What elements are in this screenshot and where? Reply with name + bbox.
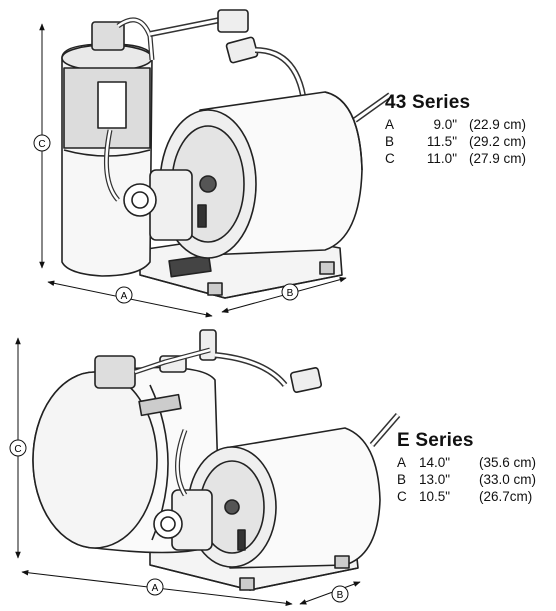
spec-inches: 11.0" (426, 151, 457, 166)
pump-e-series-drawing (32, 329, 401, 591)
series-e-title: E Series (397, 430, 474, 451)
series-e-spec-block: E Series A 14.0" (35.6 cm) B 13.0" (33.0… (397, 430, 536, 505)
spec-key: B (397, 472, 407, 487)
spec-row-a: A 14.0" (35.6 cm) (397, 454, 536, 471)
callout-b-label: B (337, 590, 344, 601)
spec-cm: (27.9 cm) (469, 151, 527, 166)
spec-row-b: B 11.5" (29.2 cm) (385, 133, 526, 150)
callout-c-label: C (14, 444, 21, 455)
spec-inches: 11.5" (426, 134, 457, 149)
callout-c-label: C (38, 139, 45, 150)
callout-c-top: C (33, 134, 51, 152)
spec-key: A (385, 117, 395, 132)
spec-row-a: A 9.0" (22.9 cm) (385, 116, 526, 133)
callout-b-label: B (287, 288, 294, 299)
spec-inches: 10.5" (419, 489, 451, 504)
spec-key: C (385, 151, 395, 166)
spec-key: C (397, 489, 407, 504)
series-43-spec-block: 43 Series A 9.0" (22.9 cm) B 11.5" (29.2… (385, 92, 526, 167)
callout-a-label: A (121, 291, 128, 302)
series-43-title: 43 Series (385, 92, 471, 113)
spec-key: B (385, 134, 395, 149)
callout-b-bottom: B (331, 585, 349, 603)
spec-row-c: C 10.5" (26.7cm) (397, 488, 536, 505)
spec-cm: (29.2 cm) (469, 134, 527, 149)
callout-a-label: A (152, 583, 159, 594)
pump-43-series-drawing (61, 9, 392, 299)
spec-inches: 13.0" (419, 472, 451, 487)
spec-inches: 9.0" (433, 117, 457, 132)
spec-inches: 14.0" (419, 455, 451, 470)
spec-key: A (397, 455, 407, 470)
callout-b-top: B (281, 283, 299, 301)
spec-row-c: C 11.0" (27.9 cm) (385, 150, 526, 167)
spec-cm: (33.0 cm) (479, 472, 537, 487)
dimension-b-line (299, 581, 361, 605)
callout-a-bottom: A (146, 578, 164, 596)
spec-cm: (26.7cm) (479, 489, 533, 504)
spec-cm: (35.6 cm) (479, 455, 537, 470)
callout-c-bottom: C (9, 439, 27, 457)
callout-a-top: A (115, 286, 133, 304)
spec-row-b: B 13.0" (33.0 cm) (397, 471, 536, 488)
spec-cm: (22.9 cm) (469, 117, 527, 132)
